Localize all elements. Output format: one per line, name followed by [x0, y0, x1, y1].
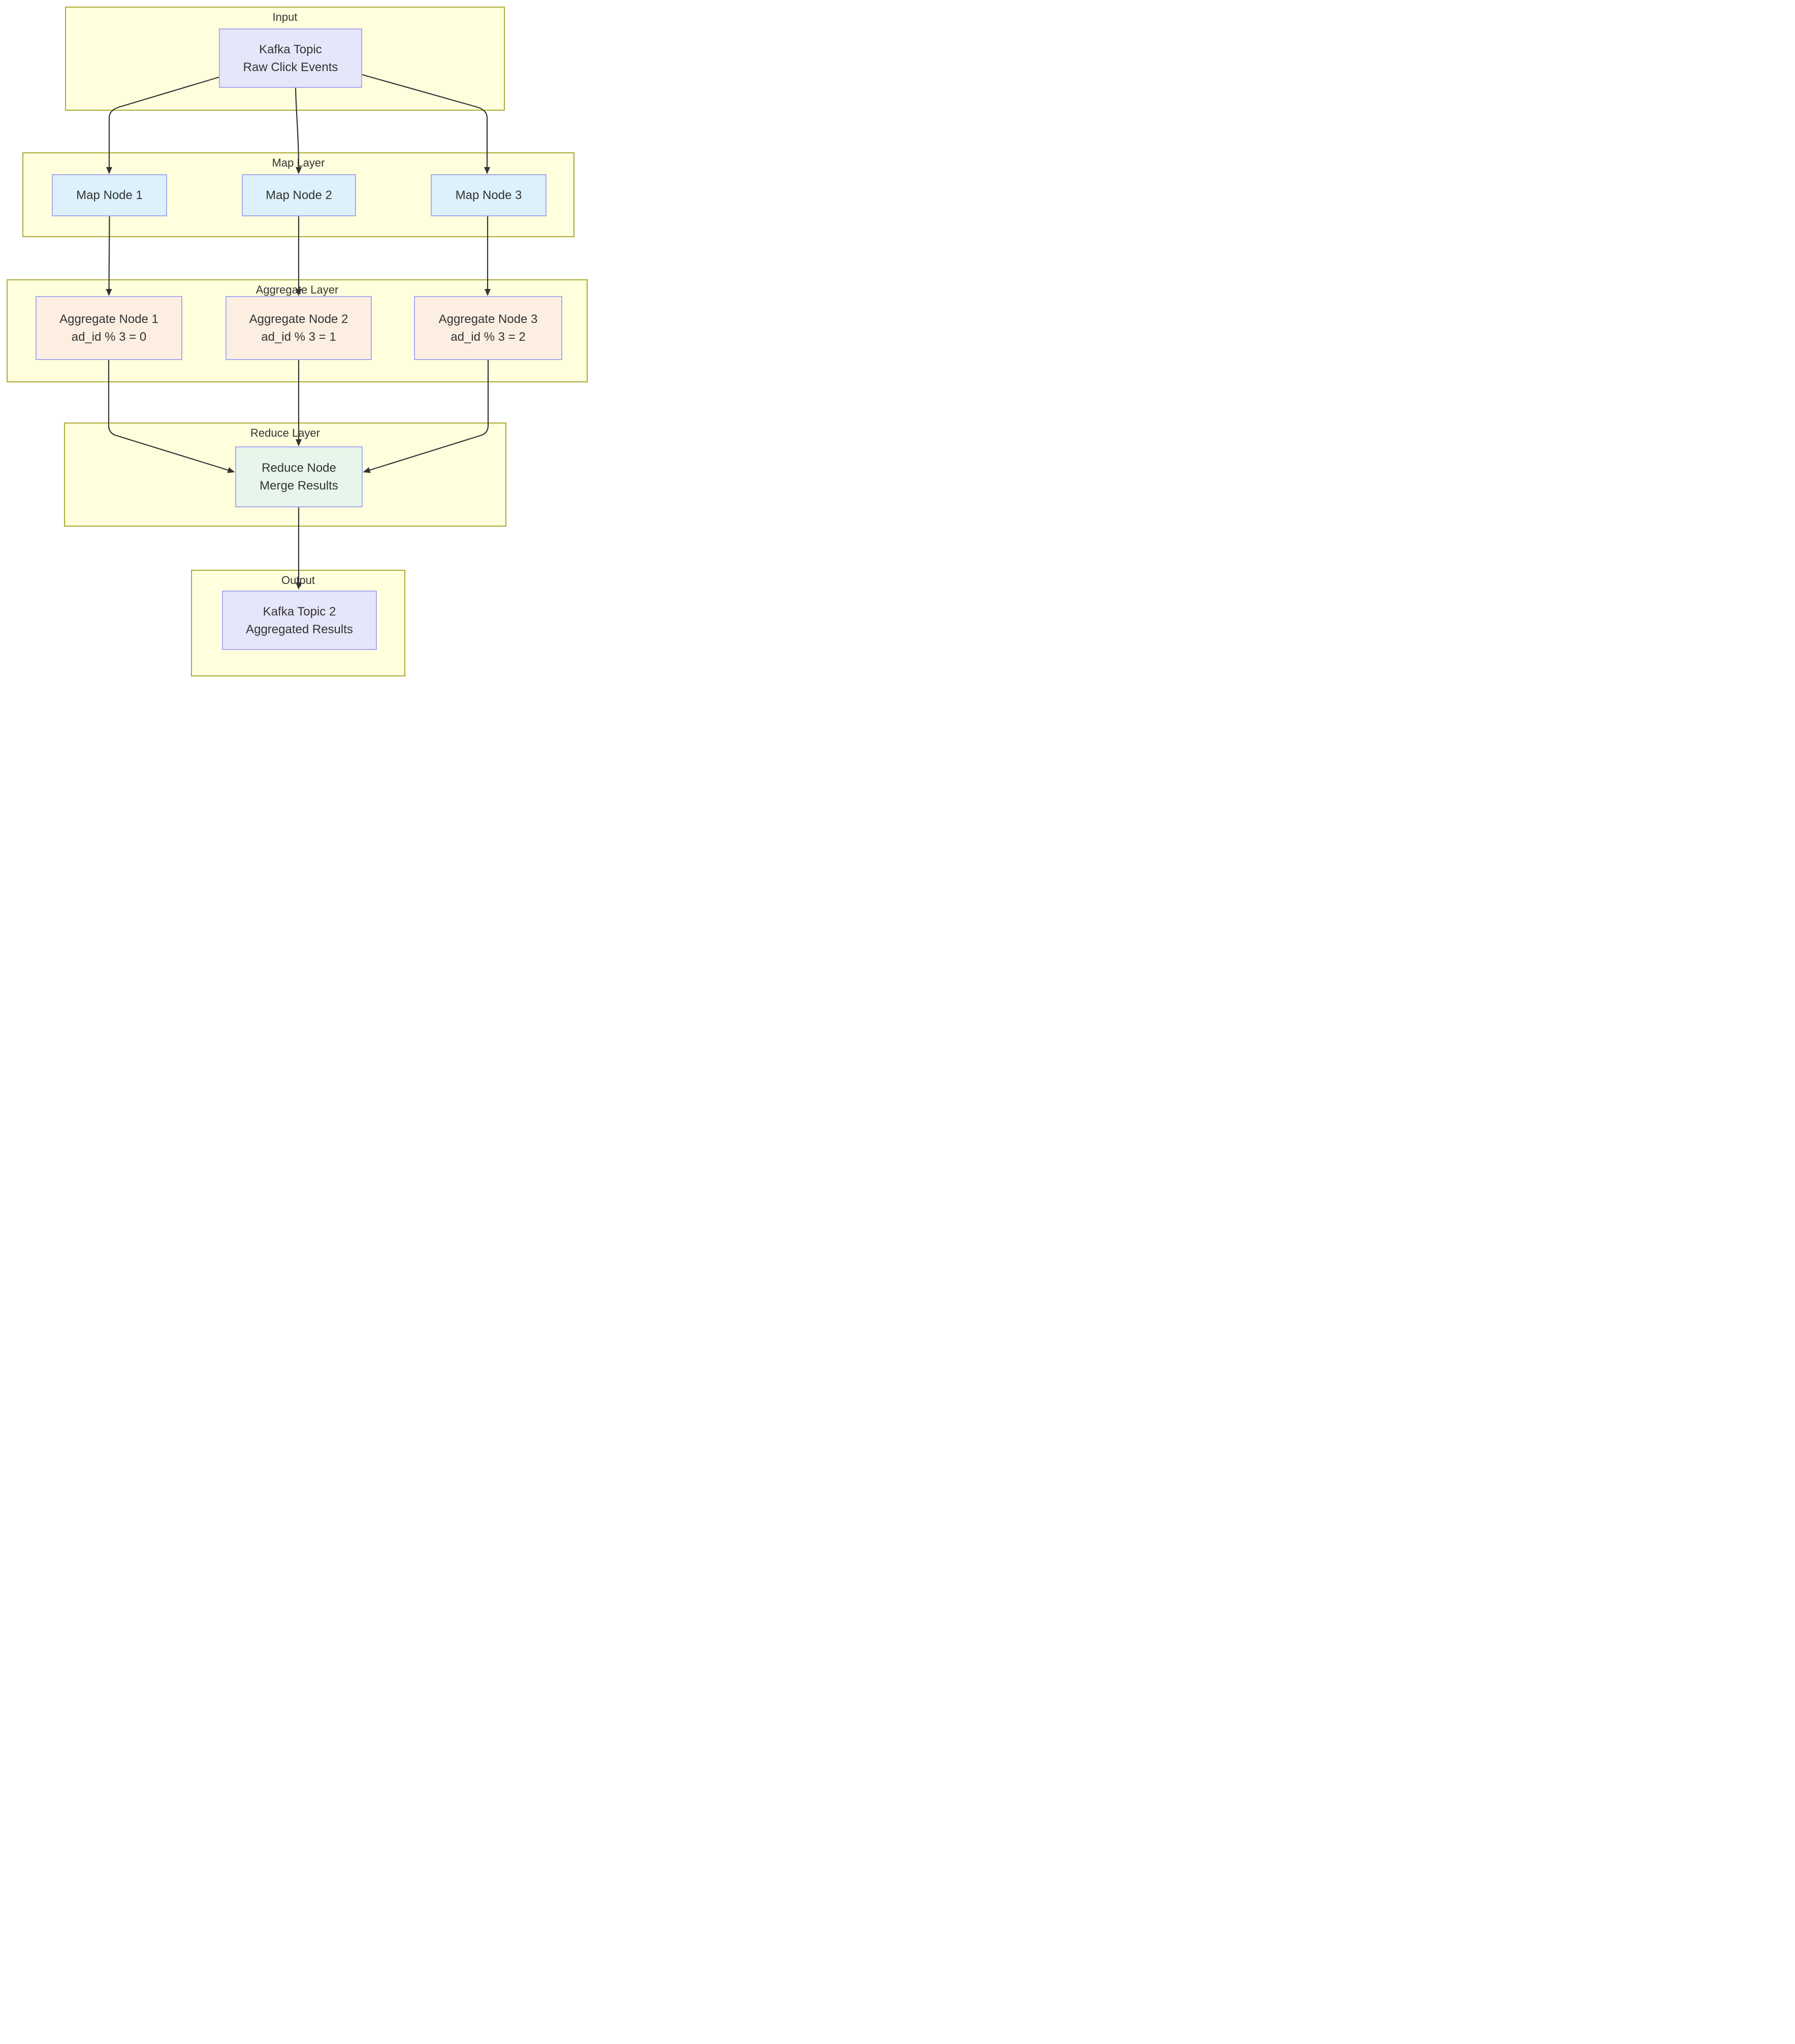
cluster-map-layer-label: Map Layer [272, 156, 325, 169]
cluster-aggregate-layer-label: Aggregate Layer [255, 283, 339, 296]
node-map-node-3: Map Node 3 [431, 174, 547, 216]
node-label-line: ad_id % 3 = 0 [71, 330, 147, 344]
node-label-line: Aggregate Node 3 [438, 312, 538, 326]
node-kafka-topic-2-aggregated-results: Kafka Topic 2 Aggregated Results [222, 591, 377, 650]
cluster-reduce-layer-label: Reduce Layer [250, 427, 320, 439]
node-label-line: Raw Click Events [243, 60, 338, 74]
cluster-output-label: Output [281, 574, 315, 587]
node-label-line: Aggregated Results [246, 622, 353, 636]
node-label-line: ad_id % 3 = 1 [261, 330, 336, 344]
node-label-line: Merge Results [260, 479, 338, 493]
flowchart-diagram: Input Map Layer Aggregate Layer Reduce L… [0, 0, 598, 682]
node-label-line: ad_id % 3 = 2 [451, 330, 526, 344]
node-label-line: Kafka Topic 2 [263, 604, 336, 619]
node-label-line: Map Node 2 [266, 188, 332, 202]
node-label-line: Kafka Topic [259, 42, 322, 56]
node-aggregate-node-2: Aggregate Node 2 ad_id % 3 = 1 [226, 296, 372, 360]
node-label-line: Aggregate Node 1 [59, 312, 158, 326]
node-kafka-topic-raw-click-events: Kafka Topic Raw Click Events [219, 28, 362, 88]
node-aggregate-node-1: Aggregate Node 1 ad_id % 3 = 0 [36, 296, 182, 360]
node-label-line: Map Node 3 [455, 188, 522, 202]
node-map-node-2: Map Node 2 [242, 174, 356, 216]
node-map-node-1: Map Node 1 [52, 174, 167, 216]
cluster-input-label: Input [272, 11, 298, 23]
node-label-line: Aggregate Node 2 [249, 312, 348, 326]
node-reduce-node-merge-results: Reduce Node Merge Results [235, 446, 363, 507]
node-label-line: Map Node 1 [76, 188, 143, 202]
node-aggregate-node-3: Aggregate Node 3 ad_id % 3 = 2 [414, 296, 562, 360]
node-label-line: Reduce Node [262, 461, 336, 475]
